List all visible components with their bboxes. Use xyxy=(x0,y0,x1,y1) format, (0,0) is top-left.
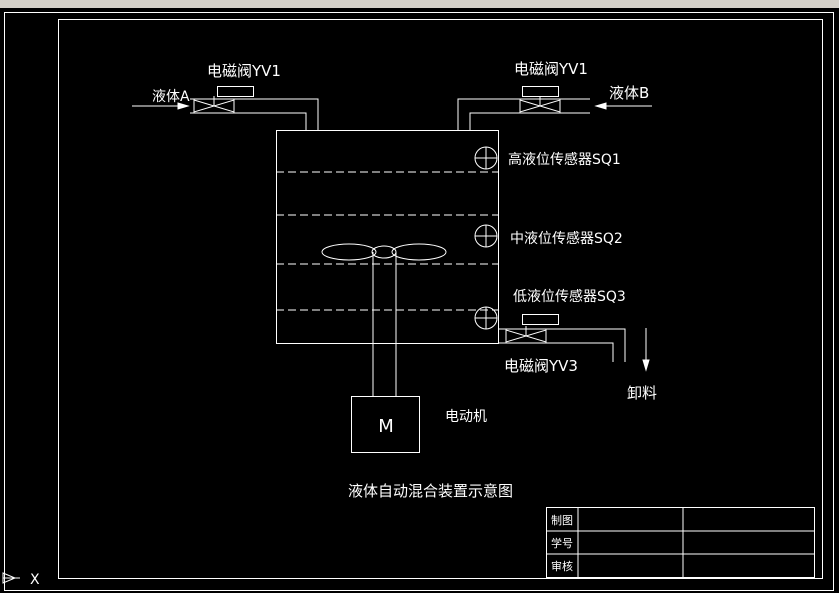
title-block-row-student-id: 学号 xyxy=(551,536,573,550)
valve-yv1-left xyxy=(193,86,254,113)
motor-icon xyxy=(351,396,420,453)
valve-yv1-right xyxy=(519,86,561,113)
title-block-row-drawn: 制图 xyxy=(551,514,573,527)
inlet-pipe-a xyxy=(190,98,319,130)
arrow-discharge xyxy=(642,328,650,372)
valve-yv1-left-label: 电磁阀YV1 xyxy=(207,62,281,80)
valve-yv3-label: 电磁阀YV3 xyxy=(504,357,578,375)
sensor-sq1-label: 高液位传感器SQ1 xyxy=(508,151,621,168)
valve-yv1-right-label: 电磁阀YV1 xyxy=(514,60,588,78)
outlet-pipe xyxy=(498,328,626,362)
discharge-label: 卸料 xyxy=(627,384,657,402)
sensor-sq2-label: 中液位传感器SQ2 xyxy=(510,230,623,247)
diagram-caption: 液体自动混合装置示意图 xyxy=(348,482,513,500)
agitator xyxy=(321,243,447,396)
outer-frame xyxy=(4,12,834,591)
ucs-icon xyxy=(2,572,20,584)
arrow-liquid-a xyxy=(132,102,190,110)
valve-yv3 xyxy=(505,314,559,343)
arrow-liquid-b xyxy=(594,102,652,110)
title-block-row-review: 审核 xyxy=(551,559,573,573)
inner-frame xyxy=(58,19,823,579)
ucs-axis-label: X xyxy=(30,572,40,588)
tank xyxy=(276,130,499,344)
motor-symbol: M xyxy=(378,416,394,437)
motor-label: 电动机 xyxy=(445,409,487,425)
inlet-pipe-b xyxy=(457,98,590,130)
liquid-a-label: 液体A xyxy=(152,89,190,105)
toolbar-strip xyxy=(0,0,839,8)
sensor-sq1-icon xyxy=(474,146,498,170)
sensor-sq3-label: 低液位传感器SQ3 xyxy=(513,288,626,305)
title-block xyxy=(546,507,815,578)
sensor-sq3-icon xyxy=(474,306,498,330)
sensor-sq2-icon xyxy=(474,224,498,248)
liquid-b-label: 液体B xyxy=(609,84,649,102)
